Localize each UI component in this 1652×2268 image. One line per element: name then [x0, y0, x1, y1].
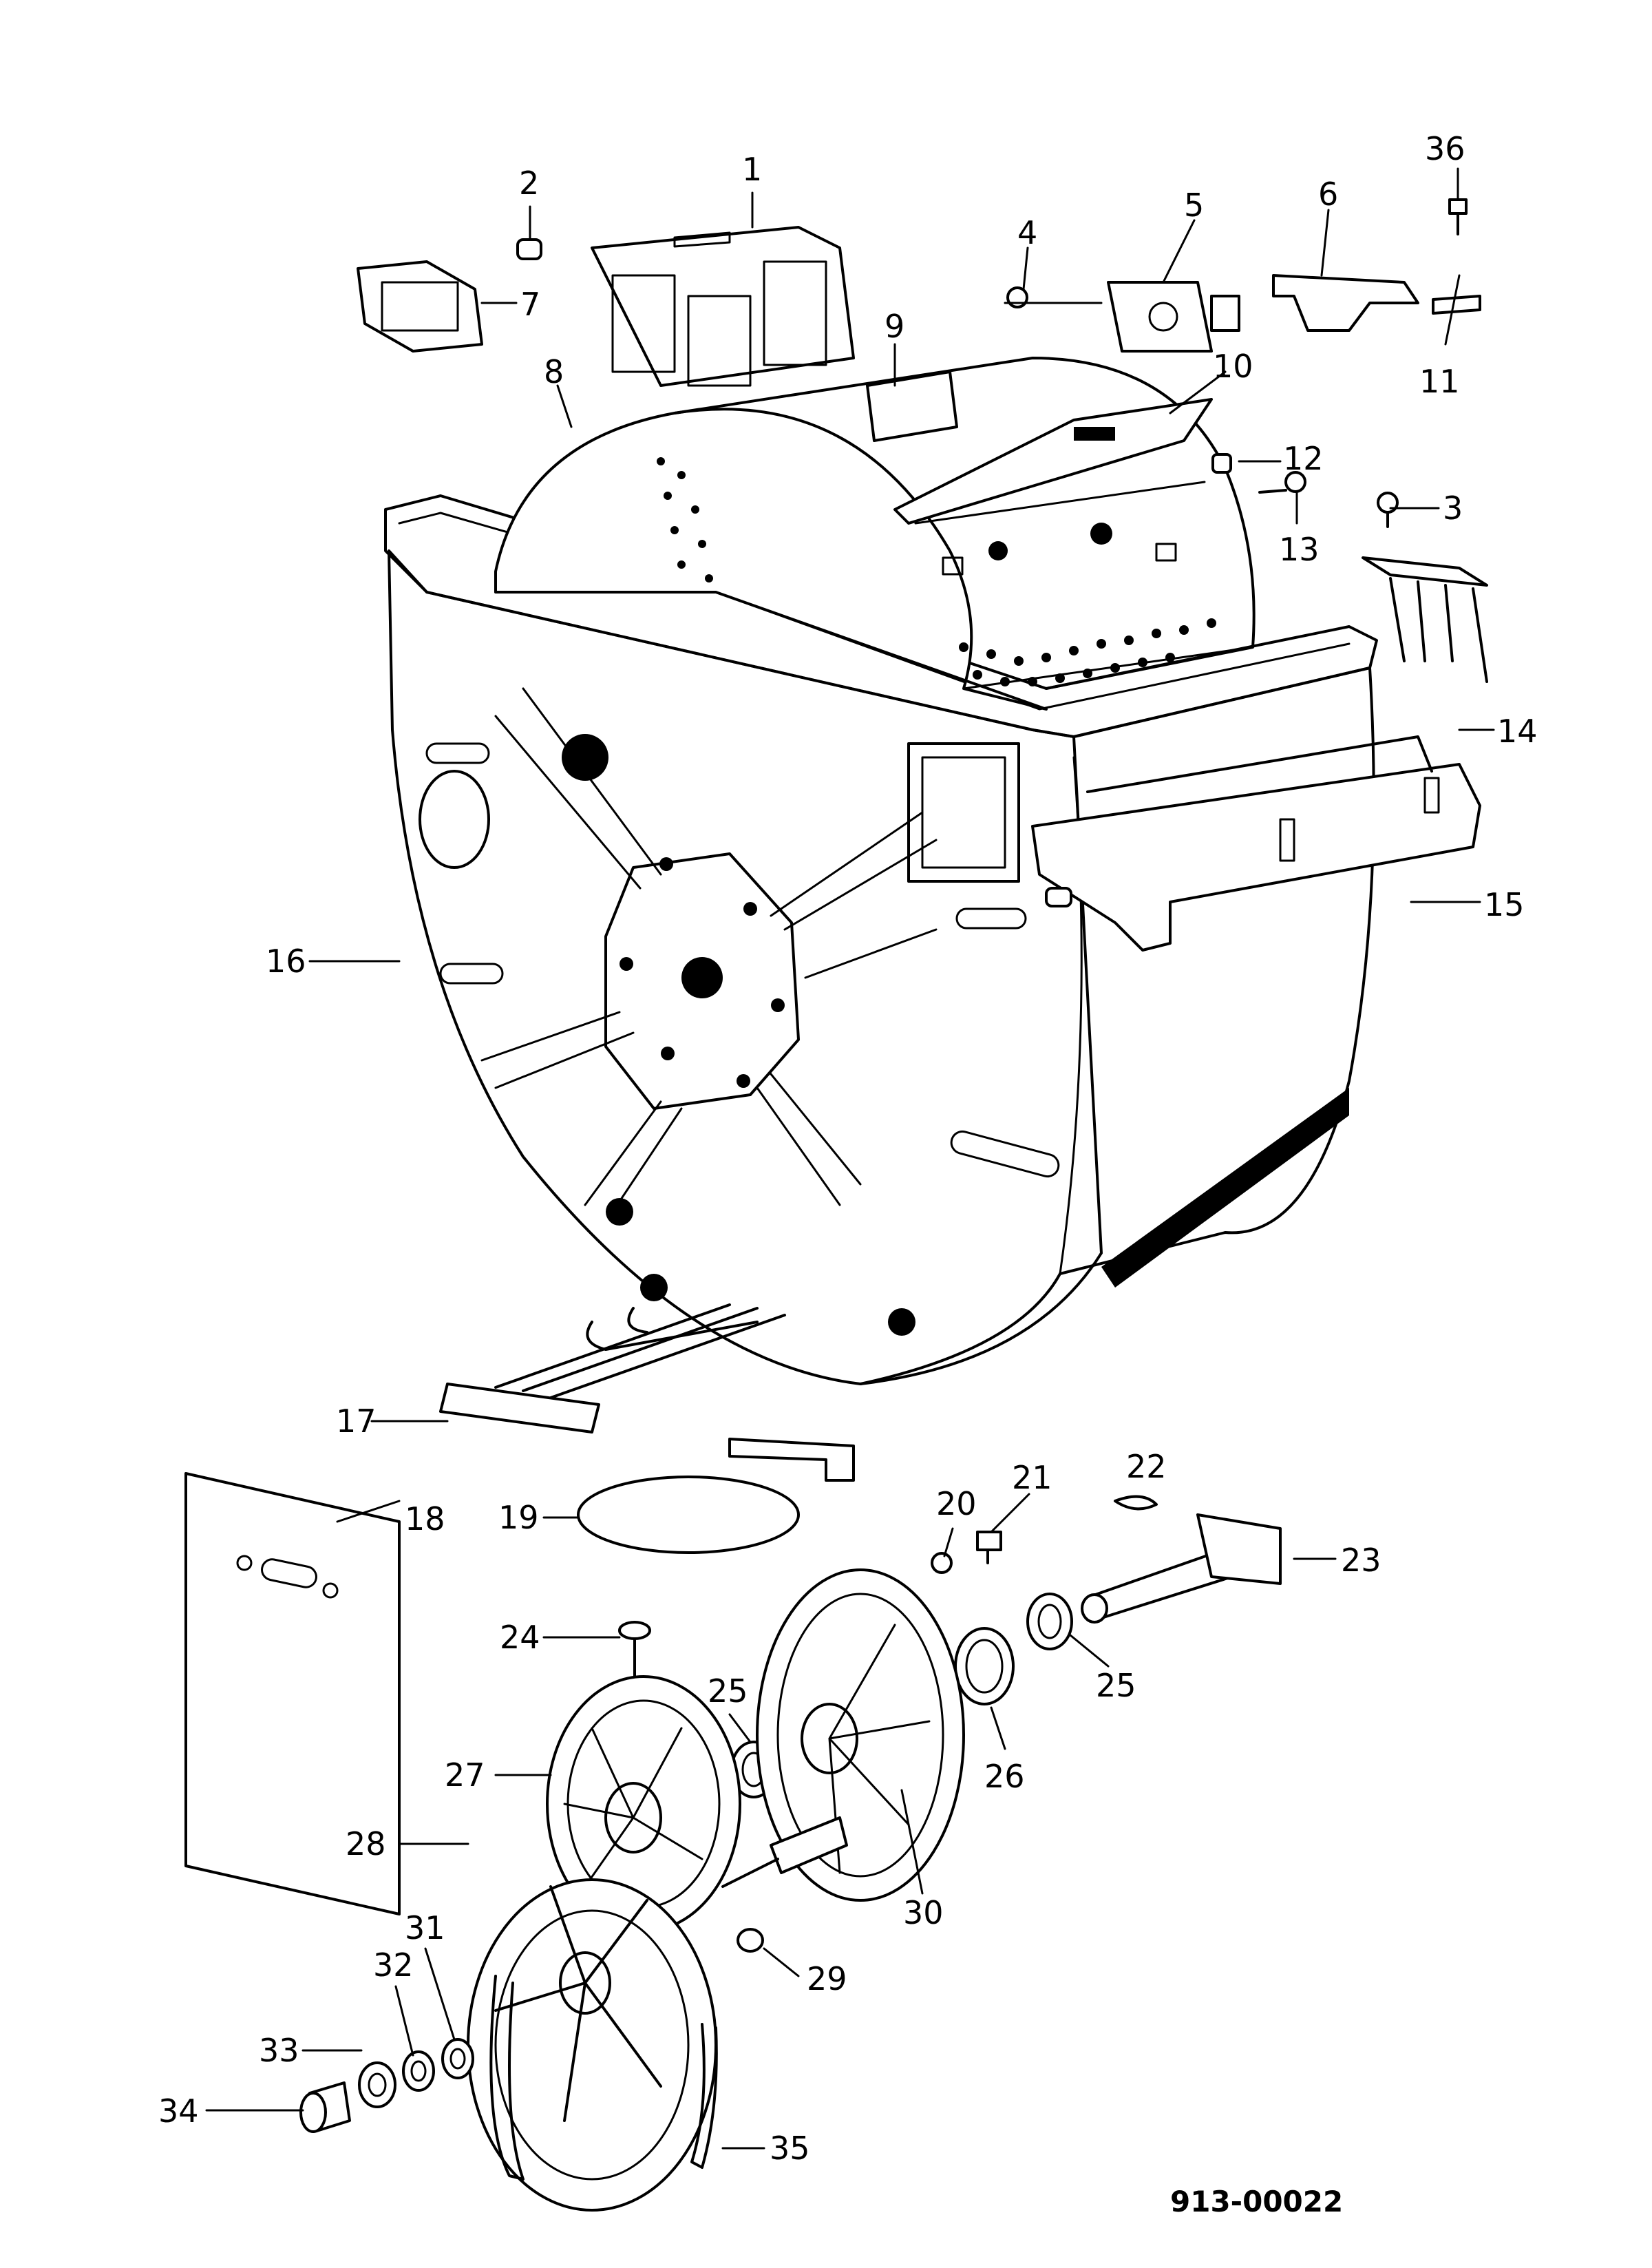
cap-part-34	[299, 2081, 351, 2133]
callout-4: 4	[1017, 214, 1037, 251]
callout-22: 22	[1126, 1448, 1167, 1485]
callout-18: 18	[405, 1500, 445, 1537]
callout-30: 30	[903, 1894, 944, 1931]
plug-part-2	[516, 238, 542, 260]
callout-1: 1	[742, 151, 762, 188]
callout-24: 24	[500, 1619, 540, 1656]
screw-part-13	[1258, 471, 1306, 494]
support-part-6	[1272, 274, 1419, 332]
drum-perforations	[657, 457, 1216, 686]
callout-15: 15	[1484, 886, 1525, 923]
gasket-part-7	[357, 260, 483, 353]
callout-35: 35	[770, 2130, 810, 2167]
ring-part-26	[954, 1627, 1015, 1705]
callout-14: 14	[1497, 713, 1538, 750]
clip-part-11	[1432, 295, 1481, 315]
bolt-part-12	[1211, 453, 1232, 474]
catalog-number: 913-00022	[1170, 2185, 1343, 2218]
callout-8: 8	[544, 353, 564, 390]
callout-19: 19	[498, 1499, 539, 1536]
callout-9: 9	[885, 308, 904, 345]
callout-7: 7	[520, 286, 540, 323]
callout-labels: 1 2 3 4 5 6 7 8 9 10 11 12 13 14 15 16 1…	[158, 130, 1538, 2167]
callout-25-right: 25	[1096, 1667, 1136, 1704]
housing-part-30	[721, 1568, 965, 1902]
baffle-9-part	[866, 370, 958, 442]
filter-part-19	[577, 1438, 855, 1554]
belt-part-35	[489, 1975, 718, 2181]
callout-29: 29	[807, 1960, 847, 1997]
callout-25-left: 25	[708, 1672, 748, 1710]
bracket-part-5	[1107, 281, 1240, 353]
callout-16: 16	[266, 943, 306, 980]
callout-11: 11	[1419, 363, 1460, 400]
bolt-part-24	[618, 1621, 651, 1681]
key-part-22	[1114, 1495, 1158, 1511]
heater-element-part-17	[439, 1303, 786, 1434]
panel-part-18	[184, 1472, 401, 1915]
leader-lines	[205, 167, 1495, 2150]
washer-part-32	[402, 2050, 435, 2092]
baffle-10-part	[893, 398, 1213, 525]
gear-part-27	[546, 1675, 741, 1933]
callout-21: 21	[1012, 1459, 1052, 1496]
washer-part-33	[358, 2061, 396, 2108]
seal-part-25-right	[1026, 1593, 1073, 1650]
callout-13: 13	[1279, 531, 1320, 568]
drum-baffle-part	[591, 226, 855, 387]
callout-3: 3	[1443, 490, 1463, 527]
callout-17: 17	[336, 1403, 377, 1440]
plug-part-4	[1006, 286, 1028, 308]
callout-5: 5	[1184, 187, 1204, 224]
callout-26: 26	[984, 1758, 1025, 1795]
shaft-part-23	[1081, 1513, 1282, 1624]
pulley-part-28	[467, 1878, 717, 2212]
callout-12: 12	[1283, 440, 1324, 477]
callout-31: 31	[405, 1909, 445, 1946]
callout-27: 27	[445, 1756, 485, 1794]
bolt-part-21	[976, 1531, 1002, 1564]
heater-bracket-part-14	[1362, 556, 1488, 683]
callout-6: 6	[1318, 176, 1338, 213]
clip-part-29	[737, 1928, 764, 1953]
washer-part-20	[931, 1552, 953, 1574]
screw-part-3	[1377, 492, 1399, 528]
callout-33: 33	[259, 2032, 299, 2069]
callout-32: 32	[373, 1946, 414, 1984]
callout-36: 36	[1425, 130, 1465, 167]
dispenser-part-15	[1031, 735, 1481, 952]
callout-34: 34	[158, 2092, 199, 2130]
callout-2: 2	[519, 165, 539, 202]
washer-part-31	[441, 2038, 474, 2079]
callout-28: 28	[346, 1825, 386, 1862]
callout-20: 20	[936, 1485, 977, 1522]
screw-part-36	[1448, 198, 1468, 235]
callout-10: 10	[1213, 348, 1253, 385]
callout-23: 23	[1341, 1542, 1381, 1579]
